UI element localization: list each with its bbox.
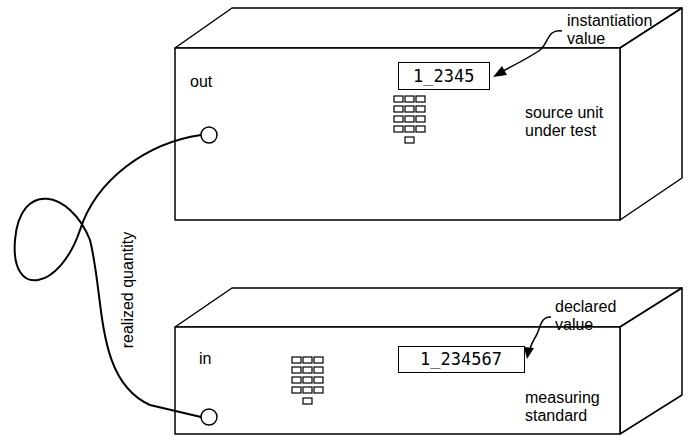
port-label: in	[199, 350, 239, 368]
keypad	[292, 357, 323, 404]
measuring-instrument: inmeasuring standard1_234567	[175, 327, 620, 434]
arrowhead	[493, 66, 507, 77]
source-instrument: outsource unit under test1_2345	[175, 48, 620, 220]
case-side	[620, 8, 682, 220]
cable	[15, 135, 201, 417]
keypad	[394, 96, 425, 143]
edge-label: realized quantity	[119, 230, 137, 351]
leader-line	[503, 31, 562, 71]
instrument-label: source unit under test	[525, 104, 625, 140]
case-side	[620, 288, 682, 434]
display-value: 1_234567	[420, 349, 502, 369]
display: 1_234567	[398, 346, 525, 373]
port-label: out	[190, 73, 230, 91]
arrowhead	[524, 347, 534, 359]
display: 1_2345	[398, 62, 490, 90]
output-jack	[201, 127, 217, 143]
leader-line	[530, 317, 551, 349]
callout-label: declared value	[555, 298, 645, 334]
input-jack	[201, 409, 217, 425]
display-value: 1_2345	[413, 66, 474, 86]
callout-label: instantiation value	[567, 12, 677, 48]
case-top	[175, 8, 682, 48]
instrument-label: measuring standard	[525, 389, 625, 425]
